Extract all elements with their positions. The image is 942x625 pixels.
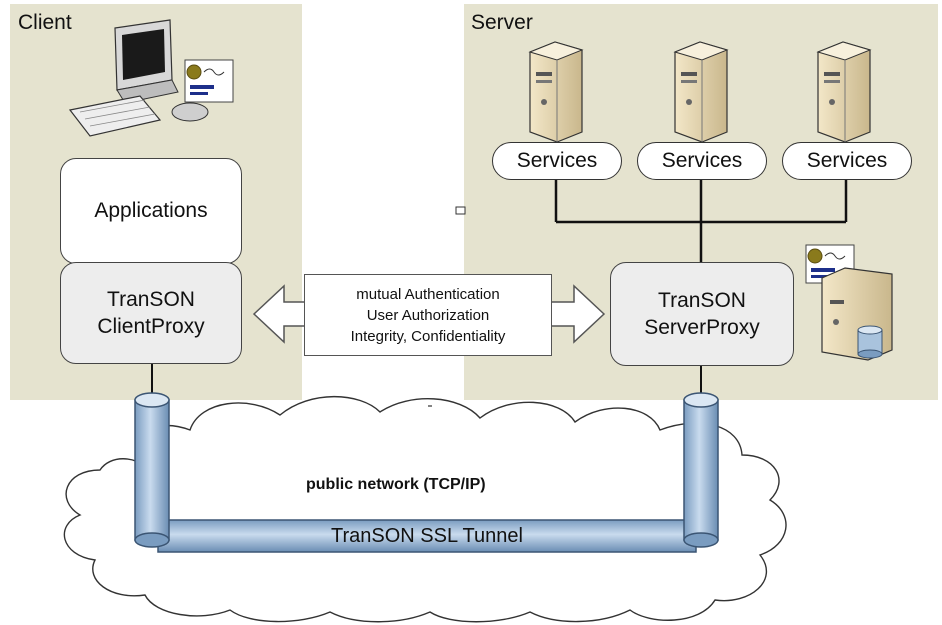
services-tree-lines xyxy=(554,178,848,262)
client-proxy-box: TranSON ClientProxy xyxy=(60,262,242,364)
anchor-square xyxy=(455,206,466,215)
server-proxy-line1: TranSON xyxy=(658,288,746,312)
applications-label: Applications xyxy=(94,199,208,223)
server-proxy-box: TranSON ServerProxy xyxy=(610,262,794,366)
security-properties-box: mutual Authentication User Authorization… xyxy=(304,274,552,356)
server-title: Server xyxy=(471,11,533,34)
services-label: Services xyxy=(516,149,598,172)
computer-icon xyxy=(68,19,234,137)
services-pill-2: Services xyxy=(637,142,767,180)
security-line-authentication: mutual Authentication xyxy=(356,285,500,303)
security-line-authorization: User Authorization xyxy=(366,306,490,324)
applications-box: Applications xyxy=(60,158,242,264)
network-cloud xyxy=(63,396,787,623)
client-title: Client xyxy=(18,11,72,34)
server-tower-icon xyxy=(528,41,584,143)
services-pill-1: Services xyxy=(492,142,622,180)
public-network-label: public network (TCP/IP) xyxy=(306,476,486,493)
client-proxy-line2: ClientProxy xyxy=(97,315,205,338)
server-proxy-line2: ServerProxy xyxy=(644,316,760,339)
database-icon xyxy=(857,325,883,359)
server-tower-icon xyxy=(816,41,872,143)
services-label: Services xyxy=(806,149,888,172)
server-tube xyxy=(683,392,719,548)
server-tower-icon xyxy=(673,41,729,143)
services-pill-3: Services xyxy=(782,142,912,180)
services-label: Services xyxy=(661,149,743,172)
client-proxy-line1: TranSON xyxy=(107,287,195,311)
client-tube xyxy=(134,392,170,548)
security-line-integrity: Integrity, Confidentiality xyxy=(350,327,506,345)
ssl-tunnel-label: TranSON SSL Tunnel xyxy=(331,524,523,547)
